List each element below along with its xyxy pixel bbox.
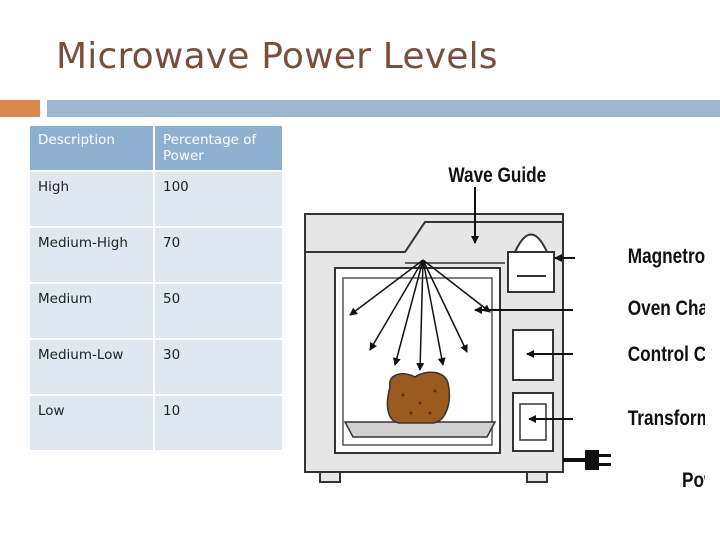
- food-on-plate: [343, 371, 497, 438]
- slide-title: Microwave Power Levels: [56, 36, 498, 77]
- label-pointers: [471, 187, 575, 423]
- transformer-box: [512, 392, 554, 452]
- cell-percentage: 10: [154, 395, 282, 452]
- table-header-row: Description Percentage of Power: [30, 126, 282, 172]
- magnetron-unit: [507, 233, 555, 293]
- table-row: Low 10: [30, 395, 282, 452]
- label-oven-chamber: Oven Chamber: [628, 298, 705, 321]
- label-power: Power: [682, 470, 705, 493]
- microwave-diagram: Wave Guide Magnetron Oven Chamber Contro…: [304, 165, 705, 493]
- accent-bar-orange: [0, 100, 40, 117]
- cell-description: Medium-High: [30, 227, 155, 284]
- table-row: High 100: [30, 171, 282, 228]
- cell-percentage: 70: [154, 227, 282, 284]
- header-percentage: Percentage of Power: [154, 126, 282, 172]
- cell-percentage: 50: [154, 283, 282, 340]
- table-row: Medium-High 70: [30, 227, 282, 284]
- header-description: Description: [30, 126, 155, 172]
- power-levels-table: Description Percentage of Power High 100…: [30, 126, 282, 452]
- cell-description: Medium-Low: [30, 339, 155, 396]
- cell-description: Medium: [30, 283, 155, 340]
- accent-bar-blue: [47, 100, 720, 117]
- label-control-circuit: Control Circuit: [628, 344, 705, 367]
- table-row: Medium-Low 30: [30, 339, 282, 396]
- table-row: Medium 50: [30, 283, 282, 340]
- label-magnetron: Magnetron: [628, 246, 705, 269]
- cell-percentage: 100: [154, 171, 282, 228]
- microwave-rays: [349, 259, 491, 371]
- power-plug-icon: [563, 450, 611, 470]
- cell-description: Low: [30, 395, 155, 452]
- label-transformer: Transformer: [628, 408, 705, 431]
- label-wave-guide: Wave Guide: [448, 165, 546, 188]
- cell-percentage: 30: [154, 339, 282, 396]
- cell-description: High: [30, 171, 155, 228]
